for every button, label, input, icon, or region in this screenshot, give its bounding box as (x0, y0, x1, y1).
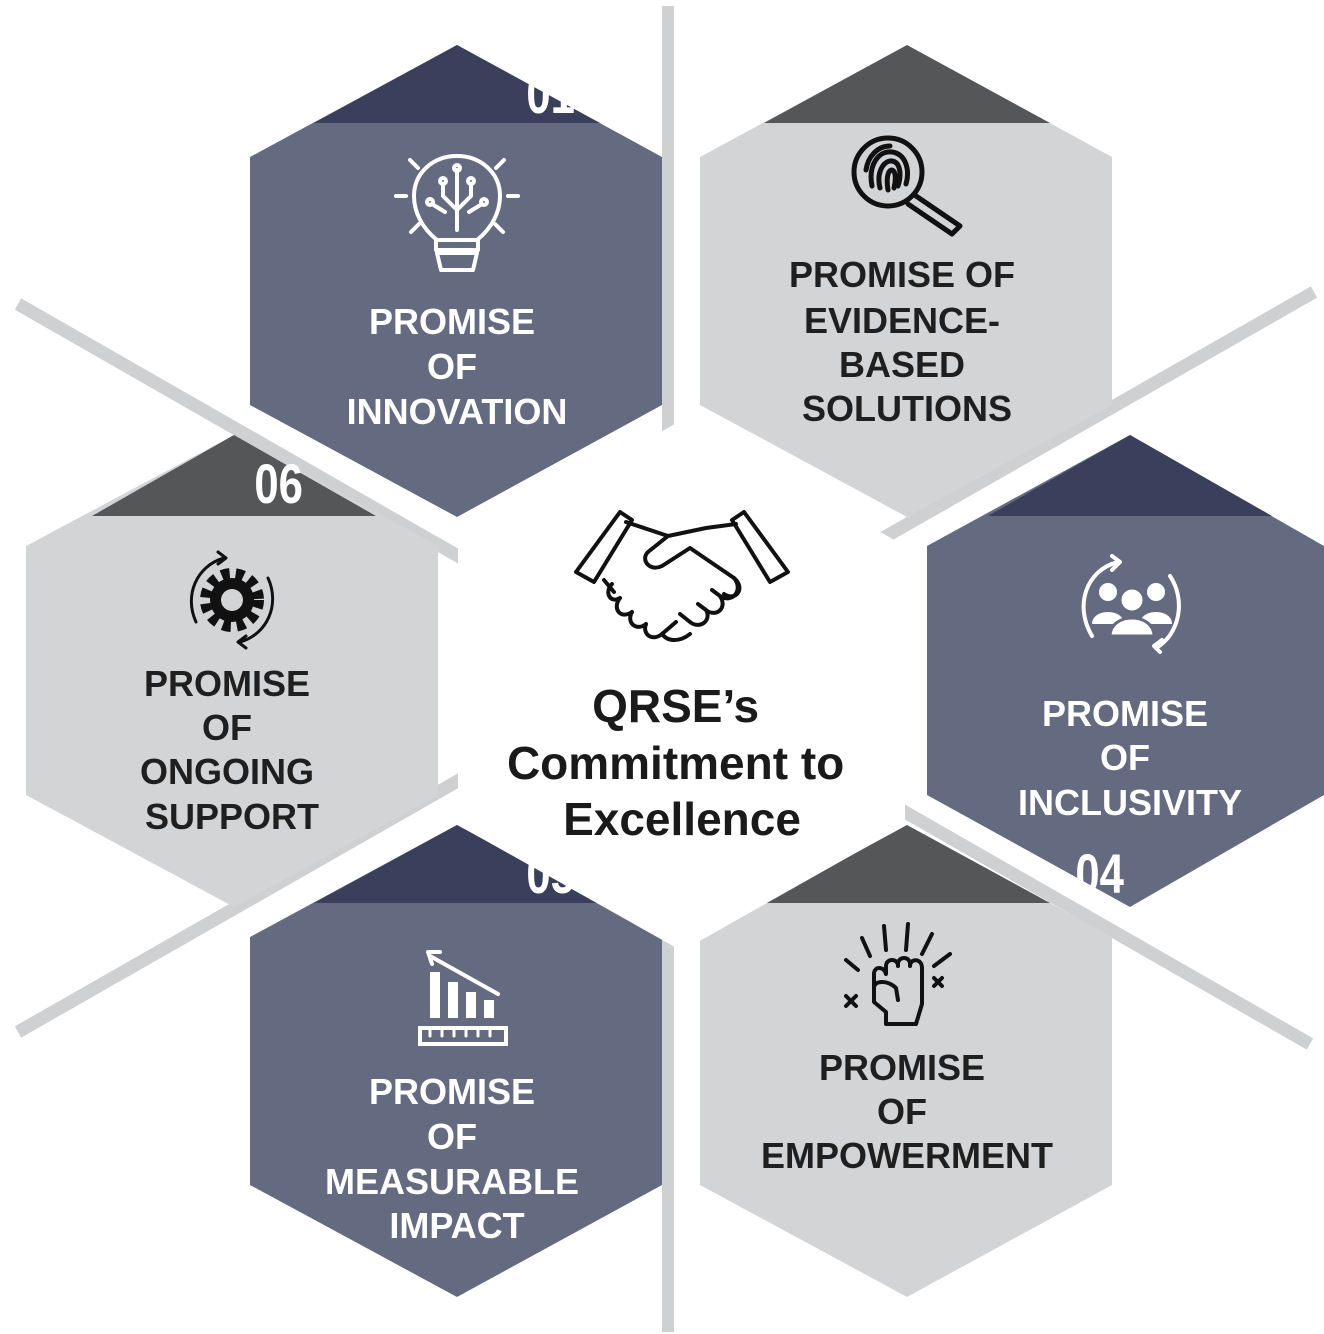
promise-hexagon-02: 02 PROMISE OF EVIDENCE- BASED SOLUTIONS (700, 45, 1124, 517)
hexagon-shape (26, 435, 438, 907)
hexagon-shape (250, 45, 662, 517)
lightbulb-circuit-icon (394, 154, 520, 272)
promise-number: 01 (526, 63, 575, 125)
hexagon-cap (764, 825, 1050, 903)
label-line: EMPOWERMENT (761, 1135, 1053, 1176)
center-title-line: QRSE’s (592, 680, 759, 732)
promise-number: 04 (1075, 843, 1124, 905)
hexagon-cap (92, 435, 376, 516)
label-line: PROMISE (1042, 693, 1208, 734)
hexagon-cap (314, 45, 600, 123)
center-hexagon-shape (458, 420, 905, 951)
label-line: OF (202, 707, 252, 748)
hexagon-cap (988, 435, 1272, 516)
gear-cycle-icon (189, 550, 275, 650)
label-line: EVIDENCE- (804, 300, 1000, 341)
center-hexagon: QRSE’s Commitment to Excellence (458, 420, 905, 951)
label-line: SUPPORT (145, 796, 319, 837)
promise-number: 02 (1075, 63, 1124, 125)
promise-label: PROMISE OF EMPOWERMENT (761, 1047, 1053, 1176)
promise-hexagon-03: 03 PROMISE OF INCLUSIVITY (927, 435, 1324, 907)
promise-hexagon-04: 04 PROMISE OF EMPOWERMENT (700, 825, 1124, 1297)
hexagon-cap (764, 45, 1050, 123)
promise-label: PROMISE OF ONGOING SUPPORT (140, 663, 324, 837)
label-line: OF (877, 1091, 927, 1132)
promise-label: PROMISE OF EVIDENCE- BASED SOLUTIONS (789, 254, 1025, 429)
label-line: SOLUTIONS (802, 388, 1012, 429)
label-line: PROMISE OF (789, 254, 1015, 295)
label-line: PROMISE (144, 663, 310, 704)
raised-fist-icon (844, 922, 952, 1026)
hexagon-shape (700, 825, 1112, 1297)
promise-label: PROMISE OF INCLUSIVITY (1018, 693, 1242, 823)
declining-bar-chart-icon (418, 950, 508, 1046)
hexagon-cap (314, 825, 600, 903)
label-line: PROMISE (819, 1047, 985, 1088)
label-line: OF (427, 1116, 477, 1157)
label-line: BASED (839, 344, 965, 385)
center-title-line: Commitment to (507, 737, 844, 789)
promise-label: PROMISE OF INNOVATION (347, 301, 568, 432)
hexagon-shape (700, 45, 1112, 517)
center-title-line: Excellence (563, 793, 801, 845)
promise-hexagon-06: 06 PROMISE OF ONGOING SUPPORT (26, 435, 438, 907)
label-line: PROMISE (369, 1071, 535, 1112)
center-title: QRSE’s Commitment to Excellence (507, 680, 857, 845)
label-line: INNOVATION (347, 391, 568, 432)
promise-hexagon-05: 05 PROMISE OF MEASURABLE IMPACT (250, 825, 662, 1297)
label-line: IMPACT (389, 1205, 524, 1246)
label-line: OF (1100, 737, 1150, 778)
hexagon-shape (927, 435, 1324, 907)
promise-hexagon-01: 01 PROMISE OF INNOVATION (250, 45, 662, 517)
label-line: INCLUSIVITY (1018, 782, 1242, 823)
promise-number: 06 (254, 453, 303, 515)
fingerprint-magnifier-icon (851, 135, 963, 237)
label-line: MEASURABLE (325, 1161, 579, 1202)
handshake-icon (574, 510, 790, 642)
label-line: OF (427, 346, 477, 387)
label-line: ONGOING (140, 751, 314, 792)
promise-label: PROMISE OF MEASURABLE IMPACT (325, 1071, 589, 1246)
hexagon-shape (250, 825, 662, 1297)
label-line: PROMISE (369, 301, 535, 342)
people-group-cycle-icon (1081, 554, 1181, 654)
